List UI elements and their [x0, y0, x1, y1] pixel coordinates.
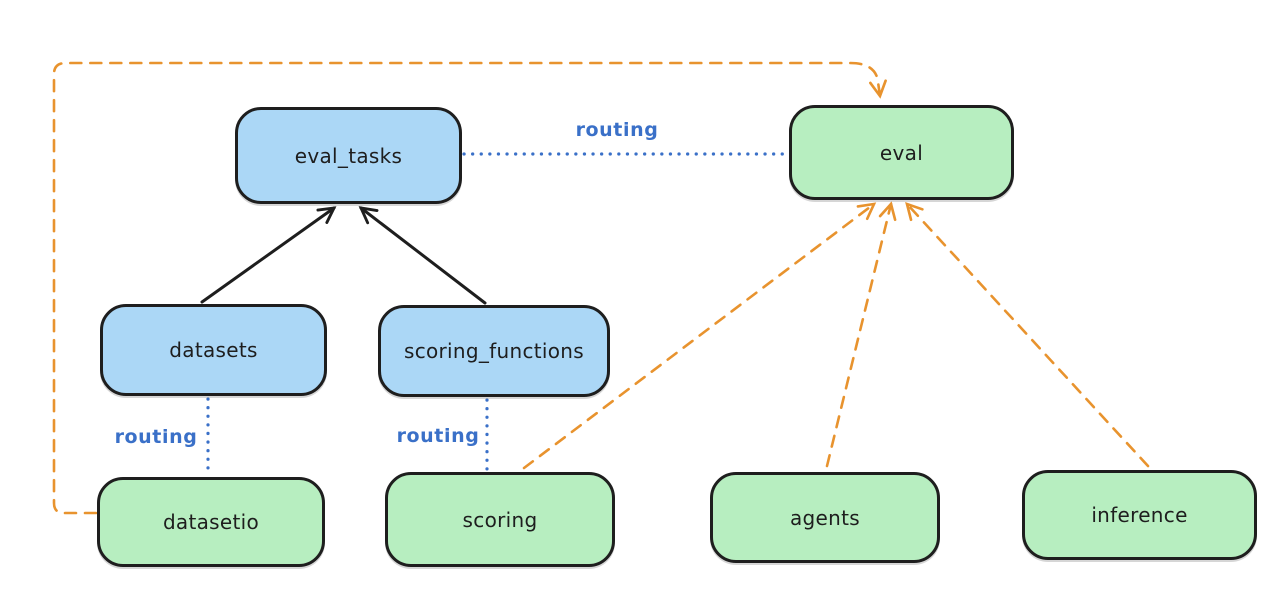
node-eval-label: eval [879, 140, 924, 165]
node-eval-tasks: eval_tasks [235, 107, 462, 204]
edge-scoring-functions-to-eval-tasks [358, 206, 487, 305]
node-inference: inference [1022, 470, 1257, 560]
edge-datasetio-to-eval-dashed [52, 61, 887, 515]
edge-label-routing-scoring-functions-scoring: routing [396, 425, 480, 447]
edge-datasets-to-eval-tasks [200, 206, 337, 304]
node-datasetio: datasetio [97, 477, 325, 567]
node-datasets: datasets [100, 304, 327, 396]
node-datasetio-label: datasetio [162, 510, 260, 534]
node-scoring: scoring [385, 472, 615, 567]
node-agents: agents [710, 472, 940, 563]
edge-scoring-to-eval-dashed [522, 202, 877, 470]
node-scoring-functions-label: scoring_functions [403, 339, 585, 363]
node-agents-label: agents [790, 505, 860, 530]
node-eval: eval [789, 105, 1014, 200]
node-inference-label: inference [1091, 503, 1188, 527]
edge-inference-to-eval-dashed [905, 201, 1150, 468]
node-datasets-label: datasets [169, 338, 258, 362]
edge-label-routing-datasets-datasetio: routing [114, 426, 198, 448]
edge-label-routing-eval-tasks-eval: routing [575, 119, 659, 141]
node-scoring-label: scoring [462, 507, 538, 532]
edge-agents-to-eval-dashed [825, 201, 897, 468]
node-eval-tasks-label: eval_tasks [294, 143, 403, 168]
node-scoring-functions: scoring_functions [378, 305, 610, 397]
